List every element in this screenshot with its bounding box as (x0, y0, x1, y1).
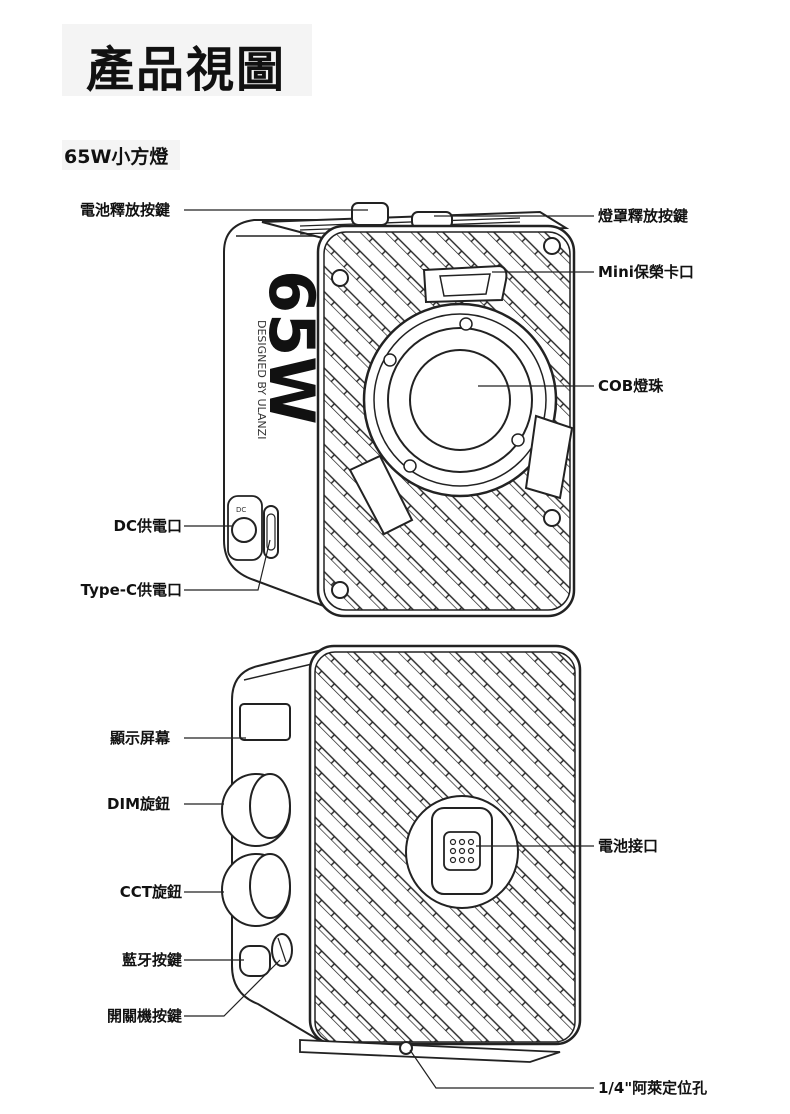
label-typec-port: Type-C供電口 (80, 581, 182, 599)
bottom-panel (299, 1039, 561, 1063)
label-cob-bead: COB燈珠 (598, 377, 664, 395)
subtitle-background (62, 140, 180, 170)
brand-small-text: DESIGNED BY ULANZI (255, 320, 268, 439)
cob-bead (409, 349, 511, 451)
label-bluetooth: 藍牙按鍵 (121, 951, 182, 969)
display-screen (239, 703, 291, 741)
dc-port-marking: DC (236, 506, 246, 514)
mount-hole (399, 1041, 413, 1055)
label-lampshade-release: 燈罩釋放按鍵 (598, 207, 689, 225)
title-background (62, 24, 312, 96)
right-bayonet-tab (524, 414, 574, 500)
label-dc-port: DC供電口 (113, 517, 182, 535)
bluetooth-button (239, 945, 271, 977)
product-subtitle: 65W小方燈 (64, 146, 169, 168)
callout-lines (184, 209, 594, 1089)
label-mount-hole: 1/4"阿萊定位孔 (598, 1079, 708, 1097)
label-mini-bayonet: Mini保榮卡口 (598, 263, 694, 281)
label-display: 顯示屏幕 (109, 729, 170, 747)
page-title: 產品視圖 (86, 42, 287, 98)
label-battery-port: 電池接口 (598, 837, 659, 855)
dc-port (231, 517, 257, 543)
label-dim-knob: DIM旋鈕 (107, 795, 170, 813)
battery-release-button (351, 202, 389, 226)
left-bayonet-tab (348, 454, 414, 536)
label-power: 開關機按鍵 (106, 1007, 182, 1025)
label-battery-release: 電池釋放按鍵 (79, 201, 170, 219)
label-cct-knob: CCT旋鈕 (119, 883, 182, 901)
back-side-panel (231, 648, 323, 1044)
brand-65w-text: 65W (255, 270, 328, 425)
